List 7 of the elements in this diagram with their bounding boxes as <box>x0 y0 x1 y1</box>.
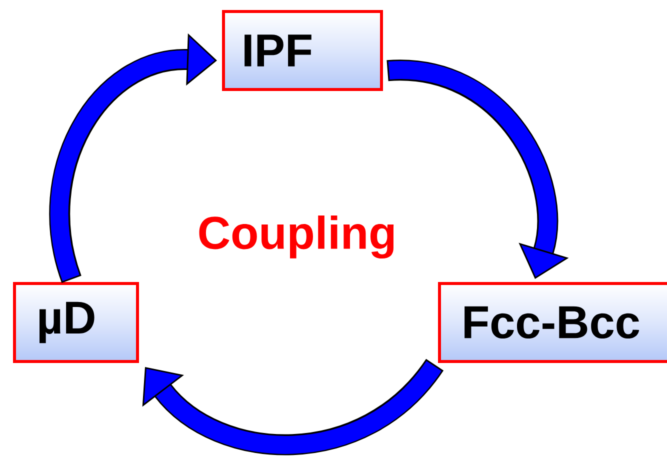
process-box: µD <box>13 282 139 363</box>
center-label: Coupling <box>199 215 394 259</box>
curved-arrow <box>142 358 444 456</box>
process-box: IPF <box>222 10 383 91</box>
curved-arrow <box>387 60 569 279</box>
process-box: Fcc-Bcc <box>438 282 667 363</box>
curved-arrow <box>50 33 217 282</box>
